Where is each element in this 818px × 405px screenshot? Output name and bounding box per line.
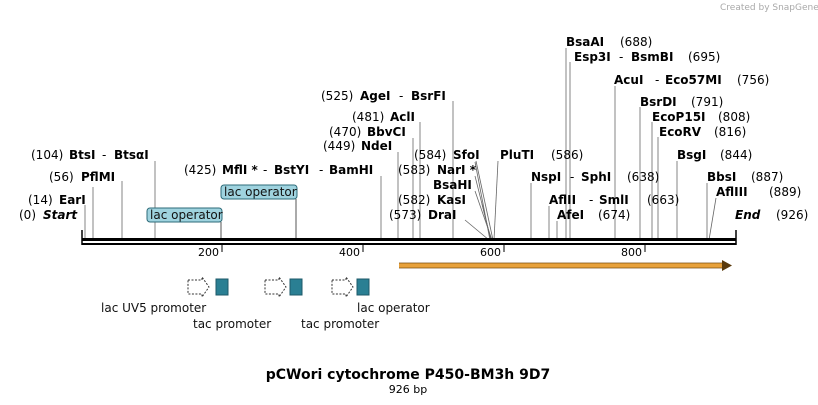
site-mfli[interactable]: MflI * [222, 163, 258, 177]
site-sphi[interactable]: SphI [581, 170, 611, 184]
site-acli[interactable]: AclI [390, 110, 415, 124]
lac-operator-label-3: lac operator [357, 301, 430, 315]
site-btsi[interactable]: BtsI [69, 148, 96, 162]
site-pos: (425) [184, 163, 216, 177]
site-separator: - [263, 163, 267, 177]
site-separator: - [619, 50, 623, 64]
start-label: Start [43, 208, 78, 222]
site-pos: (14) [28, 193, 53, 207]
site-separator: - [102, 148, 106, 162]
site-sfoi[interactable]: SfoI [453, 148, 480, 162]
tac-promoter-feature-1[interactable] [264, 275, 287, 299]
start-position: (0) [19, 208, 36, 222]
tac-promoter-label-1: tac promoter [193, 317, 271, 331]
site-bbvci[interactable]: BbvCI [367, 125, 406, 139]
end-label: End [735, 208, 761, 222]
site-pos: (449) [323, 139, 355, 153]
ruler-tick-200: 200 [198, 246, 219, 259]
site-smli[interactable]: SmlI [599, 193, 629, 207]
plasmid-length: 926 bp [389, 383, 427, 396]
site-nari[interactable]: NarI * [437, 163, 477, 177]
site-afliii[interactable]: AflIII [716, 185, 748, 199]
ruler: 200 400 600 800 [198, 245, 646, 259]
site-esp3i[interactable]: Esp3I [574, 50, 611, 64]
site-pflmi[interactable]: PflMI [81, 170, 115, 184]
lac-uv5-promoter-label: lac UV5 promoter [101, 301, 206, 315]
site-eco57mi[interactable]: Eco57MI [665, 73, 722, 87]
lac-operator-feature[interactable] [289, 278, 303, 296]
lac-operator-feature[interactable] [215, 278, 229, 296]
site-pos: (791) [691, 95, 723, 109]
site-pos: (470) [329, 125, 361, 139]
site-pos: (844) [720, 148, 752, 162]
site-pos: (816) [714, 125, 746, 139]
site-pos: (573) [389, 208, 421, 222]
site-bsgi[interactable]: BsgI [677, 148, 706, 162]
site-pos: (663) [647, 193, 679, 207]
site-separator: - [655, 73, 659, 87]
site-bsrfi[interactable]: BsrFI [411, 89, 446, 103]
site-bsaai[interactable]: BsaAI [566, 35, 604, 49]
lac-uv5-promoter-feature[interactable] [187, 275, 210, 299]
site-pos: (688) [620, 35, 652, 49]
site-pos: (756) [737, 73, 769, 87]
site-agei[interactable]: AgeI [360, 89, 390, 103]
site-pos: (56) [49, 170, 74, 184]
site-ndei[interactable]: NdeI [361, 139, 392, 153]
site-pos: (887) [751, 170, 783, 184]
site-btsai[interactable]: BtsαI [114, 148, 149, 162]
snapgene-watermark: Created by SnapGene [720, 3, 818, 13]
site-ecorv[interactable]: EcoRV [659, 125, 702, 139]
site-pos: (582) [398, 193, 430, 207]
site-acui[interactable]: AcuI [614, 73, 643, 87]
site-kasi[interactable]: KasI [437, 193, 466, 207]
site-separator: - [589, 193, 593, 207]
site-pos: (674) [598, 208, 630, 222]
ruler-tick-800: 800 [621, 246, 642, 259]
site-leader-lines [84, 48, 717, 241]
site-separator: - [399, 89, 403, 103]
plasmid-title: pCWori cytochrome P450-BM3h 9D7 [266, 367, 551, 383]
lac-operator-text: lac operator [224, 185, 297, 199]
ruler-tick-600: 600 [480, 246, 501, 259]
site-separator: - [570, 170, 574, 184]
site-pluti[interactable]: PluTI [500, 148, 534, 162]
site-nspi[interactable]: NspI [531, 170, 561, 184]
site-bsmbi[interactable]: BsmBI [631, 50, 673, 64]
ruler-tick-400: 400 [339, 246, 360, 259]
site-pos: (583) [398, 163, 430, 177]
lac-operator-feature[interactable] [356, 278, 370, 296]
site-pos: (808) [718, 110, 750, 124]
site-pos: (104) [31, 148, 63, 162]
site-pos: (695) [688, 50, 720, 64]
site-pos: (638) [627, 170, 659, 184]
site-separator: - [319, 163, 323, 177]
site-pos: (584) [414, 148, 446, 162]
lac-operator-label-2[interactable]: lac operator [220, 184, 298, 238]
site-bsrdi[interactable]: BsrDI [640, 95, 677, 109]
tac-promoter-label-2: tac promoter [301, 317, 379, 331]
lac-operator-label-1[interactable]: lac operator [146, 207, 223, 238]
site-pos: (525) [321, 89, 353, 103]
site-pos: (889) [769, 185, 801, 199]
lac-operator-text: lac operator [150, 208, 223, 222]
site-bamhi[interactable]: BamHI [329, 163, 373, 177]
site-aflii[interactable]: AflII [549, 193, 576, 207]
site-afei[interactable]: AfeI [557, 208, 584, 222]
orf-arrow[interactable] [399, 260, 732, 271]
tac-promoter-feature-2[interactable] [331, 275, 354, 299]
site-bsahi[interactable]: BsaHI [433, 178, 472, 192]
site-earI[interactable]: EarI [59, 193, 86, 207]
site-bstyi[interactable]: BstYI [274, 163, 309, 177]
site-pos: (586) [551, 148, 583, 162]
sequence-backbone [81, 230, 737, 245]
site-pos: (481) [352, 110, 384, 124]
site-drai[interactable]: DraI [428, 208, 456, 222]
site-bbsi[interactable]: BbsI [707, 170, 736, 184]
end-position: (926) [776, 208, 808, 222]
site-ecop15i[interactable]: EcoP15I [652, 110, 706, 124]
